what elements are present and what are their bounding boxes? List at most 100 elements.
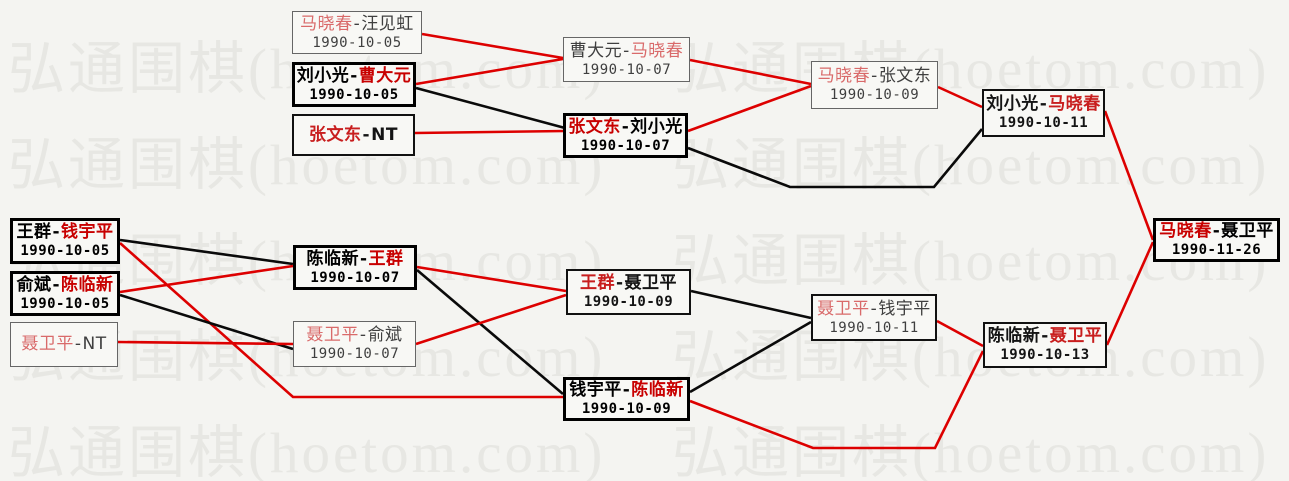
player2-name: 张文东 (878, 66, 932, 86)
match-pairing: 钱宇平-陈临新 (569, 380, 684, 401)
match-pairing: 聂卫平-NT (21, 334, 106, 355)
match-box-m11[interactable]: 聂卫平-NT (10, 322, 118, 367)
match-pairing: 陈临新-王群 (306, 249, 403, 270)
player2-name: 刘小光 (630, 116, 683, 137)
bracket-line-m10-m13 (119, 293, 294, 351)
player1-name: 王群 (16, 222, 52, 242)
bracket-line-m16-m17 (936, 319, 984, 348)
name-separator: - (1039, 94, 1048, 114)
name-separator: - (74, 334, 82, 354)
match-pairing: 马晓春-张文东 (818, 66, 932, 87)
bracket-line-m2-m5 (415, 86, 566, 130)
player2-name: 曹大元 (358, 65, 412, 86)
player1-name: 俞斌 (16, 274, 52, 295)
match-box-m10[interactable]: 俞斌-陈临新 1990-10-05 (10, 271, 120, 316)
player2-name: 王群 (368, 248, 404, 269)
match-pairing: 刘小光-马晓春 (986, 94, 1101, 115)
name-separator: - (52, 222, 61, 242)
name-separator: - (870, 298, 878, 319)
player1-name: 聂卫平 (817, 298, 870, 319)
bracket-line-m5-m6 (687, 84, 812, 133)
player1-name: 陈临新 (306, 248, 359, 269)
bracket-line-m13-m14 (415, 293, 567, 346)
name-separator: - (623, 40, 630, 61)
player1-name: 刘小光 (986, 94, 1039, 114)
player1-name: 马晓春 (1159, 221, 1212, 241)
match-box-m8-final[interactable]: 马晓春-聂卫平 1990-11-26 (1153, 218, 1280, 262)
name-separator: - (362, 124, 371, 145)
match-box-m1[interactable]: 马晓春-汪见虹 1990-10-05 (292, 11, 422, 54)
player1-name: 王群 (579, 273, 615, 293)
name-separator: - (621, 116, 630, 137)
match-box-m17[interactable]: 陈临新-聂卫平 1990-10-13 (983, 322, 1107, 368)
match-box-m3[interactable]: 张文东-NT (292, 114, 415, 156)
bracket-line-m15-m16 (689, 320, 812, 394)
match-box-m16[interactable]: 聂卫平-钱宇平 1990-10-11 (811, 294, 937, 341)
player1-name: 马晓春 (300, 13, 353, 34)
match-box-m13[interactable]: 聂卫平-俞斌 1990-10-07 (293, 321, 416, 367)
bracket-line-m3-m5 (414, 129, 566, 135)
bracket-line-m12-m14 (416, 265, 567, 293)
match-date: 1990-10-09 (583, 294, 674, 310)
player2-name: 陈临新 (631, 380, 684, 400)
name-separator: - (622, 380, 631, 400)
player1-name: 聂卫平 (21, 334, 74, 354)
match-box-m7[interactable]: 刘小光-马晓春 1990-10-11 (982, 89, 1105, 137)
name-separator: - (359, 325, 367, 345)
player1-name: 马晓春 (817, 66, 871, 86)
match-box-m2[interactable]: 刘小光-曹大元 1990-10-05 (292, 62, 416, 107)
match-pairing: 马晓春-汪见虹 (300, 14, 414, 35)
player2-name: 汪见虹 (361, 13, 414, 34)
name-separator: - (1212, 221, 1221, 241)
match-pairing: 聂卫平-钱宇平 (817, 299, 931, 320)
match-date: 1990-10-13 (1000, 347, 1090, 363)
match-pairing: 曹大元-马晓春 (570, 41, 684, 62)
bracket-line-m7-m8 (1103, 110, 1155, 241)
match-box-m14[interactable]: 王群-聂卫平 1990-10-09 (566, 269, 691, 315)
match-date: 1990-10-07 (580, 137, 671, 154)
player2-name: 马晓春 (1048, 94, 1101, 114)
player1-name: 刘小光 (296, 65, 350, 86)
name-separator: - (353, 13, 361, 34)
name-separator: - (359, 248, 368, 269)
match-pairing: 刘小光-曹大元 (297, 66, 412, 87)
bracket-line-m15-m17 (689, 350, 985, 450)
match-date: 1990-10-09 (829, 87, 920, 103)
match-box-m5[interactable]: 张文东-刘小光 1990-10-07 (563, 113, 688, 158)
player1-name: 聂卫平 (306, 325, 359, 345)
match-pairing: 王群-聂卫平 (580, 273, 677, 294)
match-date: 1990-10-05 (20, 295, 110, 312)
name-separator: - (871, 66, 878, 86)
match-date: 1990-10-07 (310, 269, 400, 286)
match-date: 1990-10-11 (998, 115, 1089, 131)
player1-name: 曹大元 (569, 40, 623, 61)
player2-name: 陈临新 (61, 274, 114, 295)
player2-name: 俞斌 (367, 325, 403, 345)
match-date: 1990-10-05 (309, 86, 399, 103)
player2-name: 钱宇平 (878, 298, 931, 319)
bracket-line-m2-m4 (415, 57, 564, 86)
name-separator: - (1041, 326, 1049, 346)
player1-name: 陈临新 (987, 326, 1041, 346)
bracket-line-m9-m15 (119, 242, 563, 399)
bracket-line-m9-m12 (119, 238, 294, 266)
match-box-m9[interactable]: 王群-钱宇平 1990-10-05 (10, 218, 120, 264)
match-date: 1990-10-07 (309, 346, 400, 362)
match-date: 1990-10-11 (829, 319, 919, 336)
match-date: 1990-11-26 (1171, 242, 1262, 258)
match-box-m12[interactable]: 陈临新-王群 1990-10-07 (293, 245, 417, 290)
player1-name: 张文东 (568, 116, 621, 137)
name-separator: - (615, 273, 624, 293)
match-pairing: 俞斌-陈临新 (16, 275, 113, 296)
match-date: 1990-10-05 (312, 34, 402, 51)
match-pairing: 王群-钱宇平 (16, 222, 113, 243)
match-box-m6[interactable]: 马晓春-张文东 1990-10-09 (811, 61, 938, 109)
match-date: 1990-10-07 (581, 61, 672, 78)
player2-name: 聂卫平 (1049, 326, 1103, 346)
player2-name: 马晓春 (630, 40, 684, 61)
match-box-m15[interactable]: 钱宇平-陈临新 1990-10-09 (563, 377, 690, 421)
match-date: 1990-10-05 (20, 243, 110, 259)
match-box-m4[interactable]: 曹大元-马晓春 1990-10-07 (563, 37, 690, 82)
match-pairing: 张文东-NT (309, 125, 398, 146)
player2-name: NT (371, 124, 398, 145)
